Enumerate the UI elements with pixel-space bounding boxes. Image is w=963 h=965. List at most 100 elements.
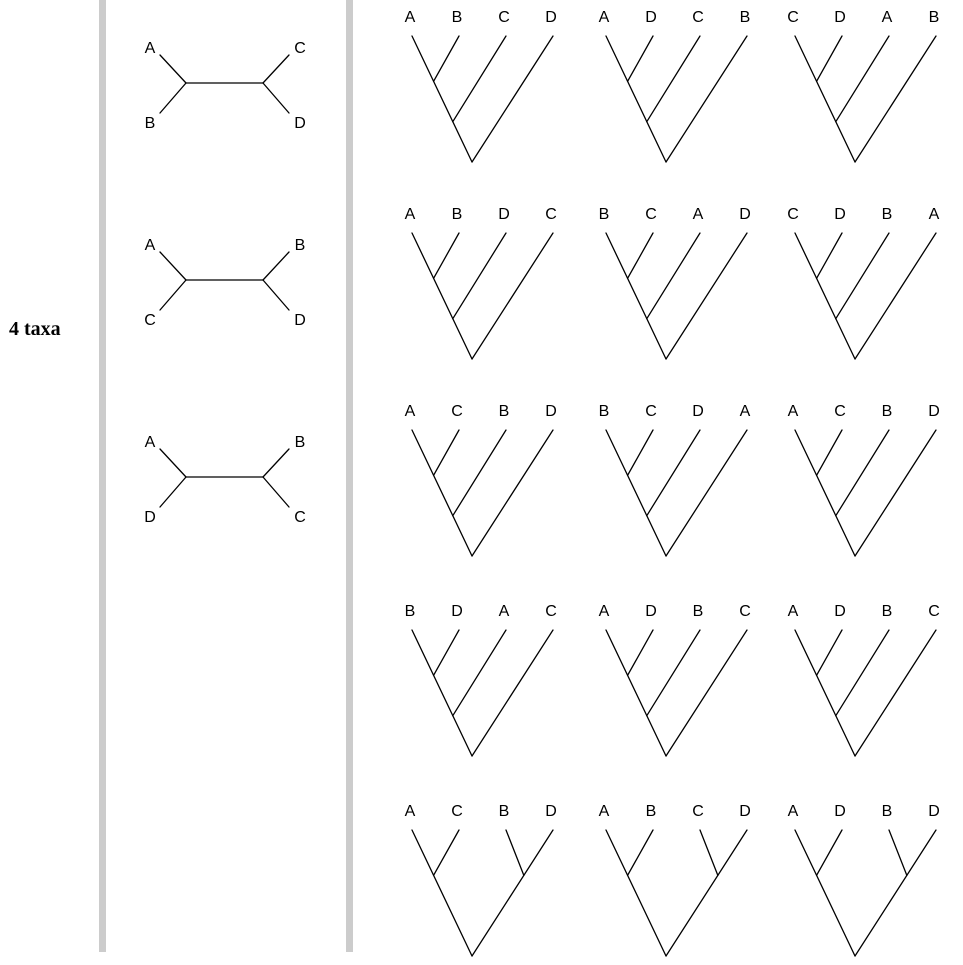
branch [262, 279, 290, 311]
branch [432, 429, 460, 477]
branch [626, 829, 654, 877]
branch [471, 629, 554, 757]
taxon-label: A [599, 603, 610, 620]
branch [159, 251, 187, 281]
branch [626, 429, 654, 477]
taxon-label: A [499, 603, 510, 620]
branch [835, 35, 890, 123]
branch [854, 629, 937, 757]
branch [505, 829, 525, 877]
branch [794, 829, 856, 957]
branch [471, 232, 554, 360]
taxon-label: D [739, 803, 751, 820]
branch [159, 54, 187, 84]
taxon-label: D [692, 403, 704, 420]
taxon-label: A [599, 803, 610, 820]
branch [605, 629, 667, 757]
branch [815, 35, 843, 83]
branch [159, 82, 187, 114]
taxon-label: D [545, 9, 557, 26]
branch [646, 429, 701, 517]
taxon-label: C [645, 206, 657, 223]
taxon-label: C [739, 603, 751, 620]
taxon-label: D [545, 803, 557, 820]
taxon-label: C [144, 312, 156, 329]
taxon-label: B [882, 403, 893, 420]
taxon-label: C [294, 40, 306, 57]
branch [452, 35, 507, 123]
right-divider [346, 0, 353, 952]
branch [815, 429, 843, 477]
branch [605, 429, 667, 557]
taxon-label: A [882, 9, 893, 26]
branch [854, 232, 937, 360]
taxon-label: A [929, 206, 940, 223]
taxon-label: B [405, 603, 416, 620]
branch [605, 35, 667, 163]
branch [452, 629, 507, 717]
taxon-label: C [692, 9, 704, 26]
branch [665, 35, 748, 163]
branch [854, 829, 937, 957]
taxon-label: C [294, 509, 306, 526]
branch [815, 629, 843, 677]
taxon-label: A [145, 434, 156, 451]
taxon-label: C [545, 603, 557, 620]
branch [452, 429, 507, 517]
taxon-label: D [834, 603, 846, 620]
taxon-label: D [834, 206, 846, 223]
taxon-label: C [645, 403, 657, 420]
taxon-label: D [834, 803, 846, 820]
branch [262, 251, 290, 281]
branch [411, 232, 473, 360]
taxon-label: A [145, 40, 156, 57]
branch [626, 35, 654, 83]
branch [835, 429, 890, 517]
branch [452, 232, 507, 320]
taxon-label: B [929, 9, 940, 26]
taxon-label: C [545, 206, 557, 223]
taxon-label: A [405, 803, 416, 820]
taxon-label: D [451, 603, 463, 620]
taxon-label: D [928, 803, 940, 820]
taxon-label: C [451, 403, 463, 420]
branch [471, 829, 554, 957]
branch [646, 232, 701, 320]
taxon-label: B [452, 206, 463, 223]
branch [411, 629, 473, 757]
taxon-label: B [646, 803, 657, 820]
taxon-label: B [740, 9, 751, 26]
taxon-label: D [834, 9, 846, 26]
taxon-label: B [882, 206, 893, 223]
taxon-label: D [545, 403, 557, 420]
branch [159, 476, 187, 508]
branch [262, 82, 290, 114]
taxon-label: B [599, 206, 610, 223]
taxon-label: C [787, 9, 799, 26]
branch [262, 54, 290, 84]
taxon-label: B [499, 803, 510, 820]
taxon-label: A [788, 803, 799, 820]
branch [626, 629, 654, 677]
taxon-label: D [645, 603, 657, 620]
branch [411, 429, 473, 557]
taxon-label: C [787, 206, 799, 223]
taxon-label: B [295, 434, 306, 451]
taxon-label: D [739, 206, 751, 223]
taxon-label: B [693, 603, 704, 620]
left-divider [99, 0, 106, 952]
branch [854, 429, 937, 557]
branch [665, 829, 748, 957]
